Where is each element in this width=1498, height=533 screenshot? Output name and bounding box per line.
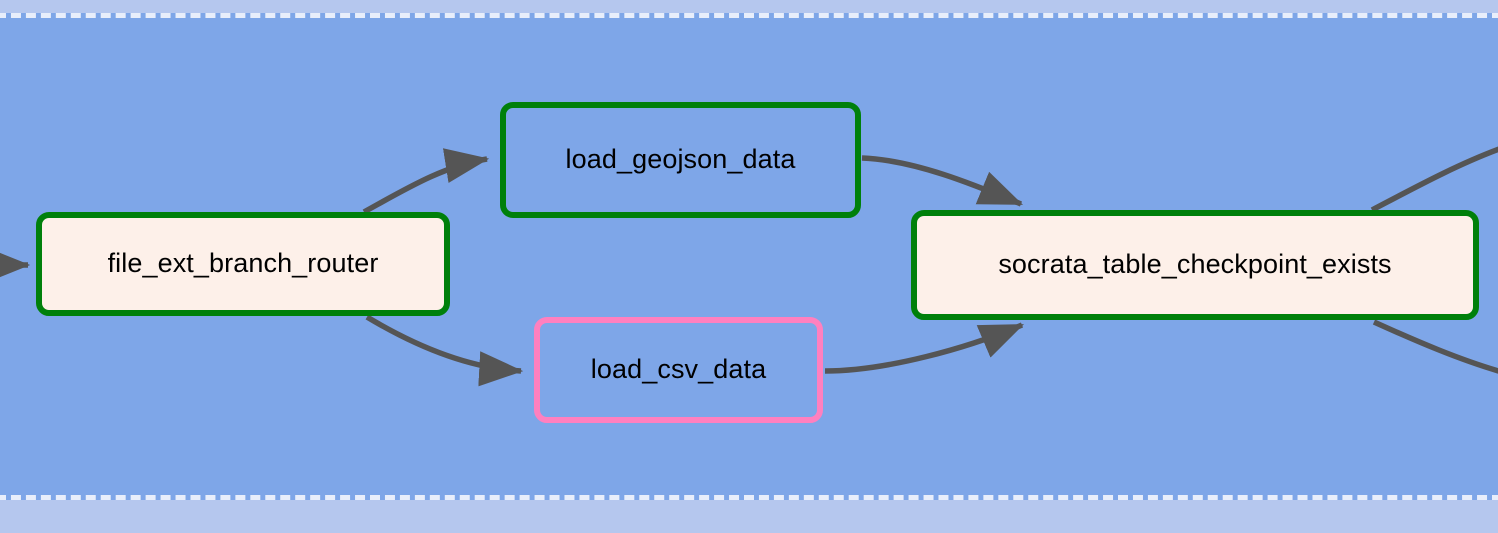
edge-socrata-out-lower	[1372, 319, 1498, 374]
dag-node-load-csv-data[interactable]: load_csv_data	[534, 317, 823, 423]
dag-node-file-ext-branch-router[interactable]: file_ext_branch_router	[36, 212, 450, 316]
edge-router-to-csv	[365, 314, 524, 387]
dag-node-label: file_ext_branch_router	[107, 248, 379, 279]
dag-node-label: load_geojson_data	[565, 144, 796, 175]
dag-node-label: load_csv_data	[590, 354, 767, 385]
edge-router-to-geojson	[362, 148, 490, 215]
dag-node-label: socrata_table_checkpoint_exists	[998, 249, 1392, 280]
edge-geojson-to-socrata	[861, 155, 1024, 207]
dag-node-socrata-table-checkpoint-exists[interactable]: socrata_table_checkpoint_exists	[911, 210, 1479, 320]
edge-socrata-out-upper	[1370, 146, 1498, 213]
edge-csv-to-socrata	[824, 322, 1025, 374]
dag-node-load-geojson-data[interactable]: load_geojson_data	[500, 102, 861, 218]
